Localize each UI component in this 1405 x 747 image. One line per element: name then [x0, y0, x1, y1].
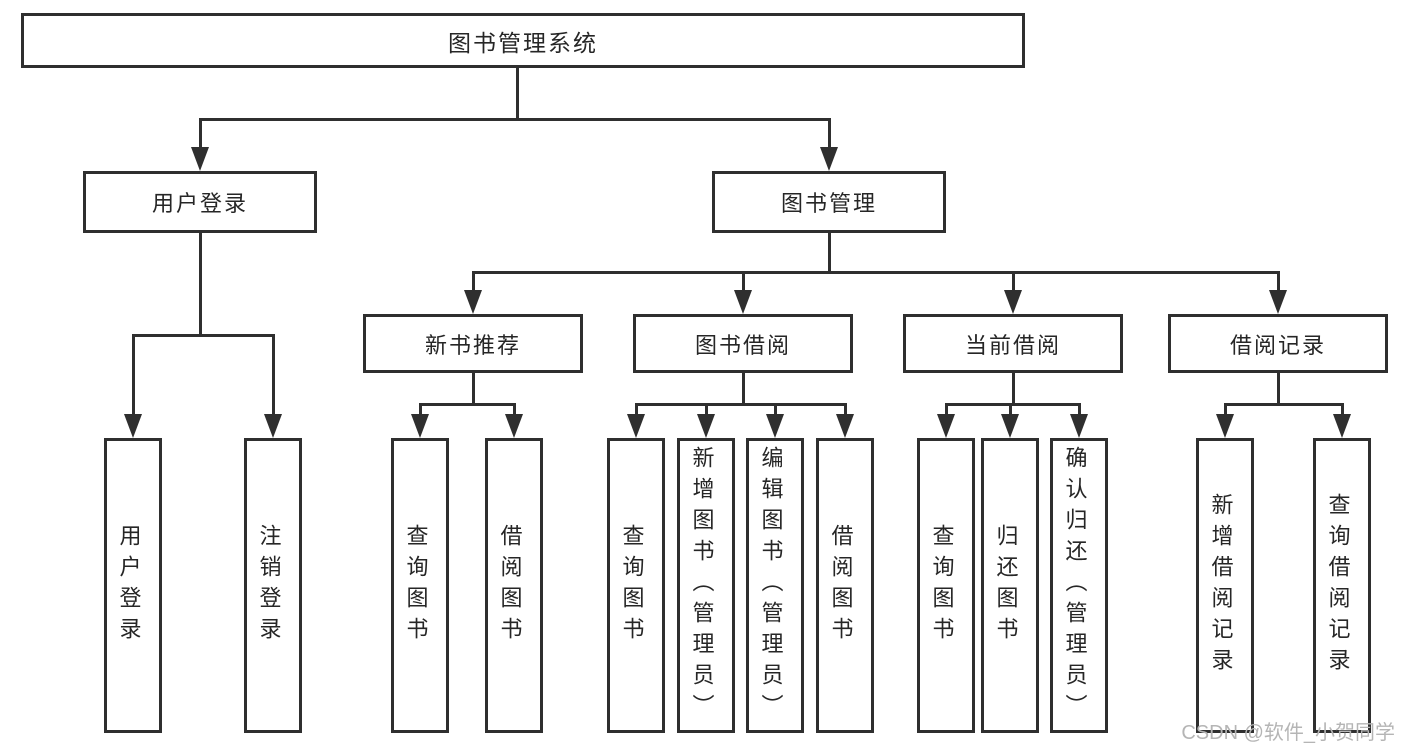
connector-arrow-shaft — [418, 404, 422, 414]
connector-vertical-line — [827, 233, 831, 274]
connector-vertical-line — [1276, 373, 1280, 406]
node-label: 新增图书（管理员） — [689, 446, 715, 725]
arrowhead-down-icon — [1216, 414, 1234, 438]
node-label: 借阅图书 — [828, 523, 854, 648]
arrowhead-down-icon — [697, 414, 715, 438]
node-label: 图书管理系统 — [448, 29, 598, 56]
connector-arrow-shaft — [131, 335, 135, 414]
connector-arrow-shaft — [1223, 404, 1227, 414]
node-label: 用户登录 — [116, 523, 142, 648]
arrowhead-down-icon — [191, 147, 209, 171]
leaf-query-books-borrow: 查询图书 — [607, 438, 665, 733]
connector-horizontal-line — [944, 402, 1081, 406]
watermark: CSDN @软件_小贺同学 — [1181, 722, 1395, 744]
leaf-add-borrow-record: 新增借阅记录 — [1196, 438, 1254, 733]
node-label: 借阅记录 — [1229, 332, 1326, 358]
connector-arrow-shaft — [1011, 272, 1015, 290]
arrowhead-down-icon — [411, 414, 429, 438]
leaf-user-login: 用户登录 — [104, 438, 162, 733]
connector-arrow-shaft — [1008, 404, 1012, 414]
node-label: 新书推荐 — [424, 332, 521, 358]
connector-horizontal-line — [418, 402, 516, 406]
arrowhead-down-icon — [1333, 414, 1351, 438]
arrowhead-down-icon — [464, 290, 482, 314]
connector-arrow-shaft — [704, 404, 708, 414]
arrowhead-down-icon — [937, 414, 955, 438]
connector-arrow-shaft — [827, 119, 831, 147]
node-current-borrowing: 当前借阅 — [903, 314, 1123, 373]
arrowhead-down-icon — [1004, 290, 1022, 314]
node-book-borrowing: 图书借阅 — [633, 314, 853, 373]
connector-vertical-line — [1011, 373, 1015, 406]
connector-arrow-shaft — [471, 272, 475, 290]
connector-horizontal-line — [471, 270, 1280, 274]
node-label: 查询图书 — [929, 523, 955, 648]
arrowhead-down-icon — [836, 414, 854, 438]
connector-arrow-shaft — [741, 272, 745, 290]
connector-arrow-shaft — [1276, 272, 1280, 290]
node-label: 图书管理 — [780, 191, 877, 216]
leaf-add-book-admin: 新增图书（管理员） — [677, 438, 735, 733]
node-label: 确认归还（管理员） — [1062, 446, 1088, 725]
connector-arrow-shaft — [773, 404, 777, 414]
connector-arrow-shaft — [198, 119, 202, 147]
connector-vertical-line — [471, 373, 475, 406]
node-label: 编辑图书（管理员） — [758, 446, 784, 725]
connector-arrow-shaft — [271, 335, 275, 414]
node-label: 注销登录 — [256, 523, 282, 648]
node-root-library-management-system: 图书管理系统 — [21, 13, 1025, 68]
leaf-borrow-books-recommend: 借阅图书 — [485, 438, 543, 733]
leaf-return-book: 归还图书 — [981, 438, 1039, 733]
connector-vertical-line — [198, 233, 202, 337]
arrowhead-down-icon — [505, 414, 523, 438]
node-label: 图书借阅 — [694, 332, 791, 358]
node-label: 查询图书 — [619, 523, 645, 648]
leaf-edit-book-admin: 编辑图书（管理员） — [746, 438, 804, 733]
connector-horizontal-line — [198, 117, 831, 121]
arrowhead-down-icon — [627, 414, 645, 438]
leaf-query-borrow-record: 查询借阅记录 — [1313, 438, 1371, 733]
arrowhead-down-icon — [1269, 290, 1287, 314]
connector-arrow-shaft — [944, 404, 948, 414]
leaf-confirm-return-admin: 确认归还（管理员） — [1050, 438, 1108, 733]
connector-arrow-shaft — [843, 404, 847, 414]
leaf-query-books-recommend: 查询图书 — [391, 438, 449, 733]
connector-horizontal-line — [131, 333, 275, 337]
node-label: 用户登录 — [151, 191, 248, 216]
connector-horizontal-line — [634, 402, 847, 406]
arrowhead-down-icon — [820, 147, 838, 171]
node-book-management: 图书管理 — [712, 171, 946, 233]
arrowhead-down-icon — [734, 290, 752, 314]
arrowhead-down-icon — [124, 414, 142, 438]
leaf-logout: 注销登录 — [244, 438, 302, 733]
arrowhead-down-icon — [766, 414, 784, 438]
connector-arrow-shaft — [512, 404, 516, 414]
node-label: 借阅图书 — [497, 523, 523, 648]
node-label: 归还图书 — [993, 523, 1019, 648]
node-new-book-recommendation: 新书推荐 — [363, 314, 583, 373]
connector-vertical-line — [515, 68, 519, 121]
connector-arrow-shaft — [1077, 404, 1081, 414]
node-label: 查询借阅记录 — [1325, 492, 1351, 679]
arrowhead-down-icon — [264, 414, 282, 438]
leaf-borrow-books: 借阅图书 — [816, 438, 874, 733]
arrowhead-down-icon — [1001, 414, 1019, 438]
connector-arrow-shaft — [634, 404, 638, 414]
leaf-query-books-current: 查询图书 — [917, 438, 975, 733]
connector-vertical-line — [741, 373, 745, 406]
connector-horizontal-line — [1223, 402, 1344, 406]
connector-arrow-shaft — [1340, 404, 1344, 414]
node-label: 新增借阅记录 — [1208, 492, 1234, 679]
node-user-login: 用户登录 — [83, 171, 317, 233]
node-label: 查询图书 — [403, 523, 429, 648]
arrowhead-down-icon — [1070, 414, 1088, 438]
node-borrowing-records: 借阅记录 — [1168, 314, 1388, 373]
node-label: 当前借阅 — [964, 332, 1061, 358]
